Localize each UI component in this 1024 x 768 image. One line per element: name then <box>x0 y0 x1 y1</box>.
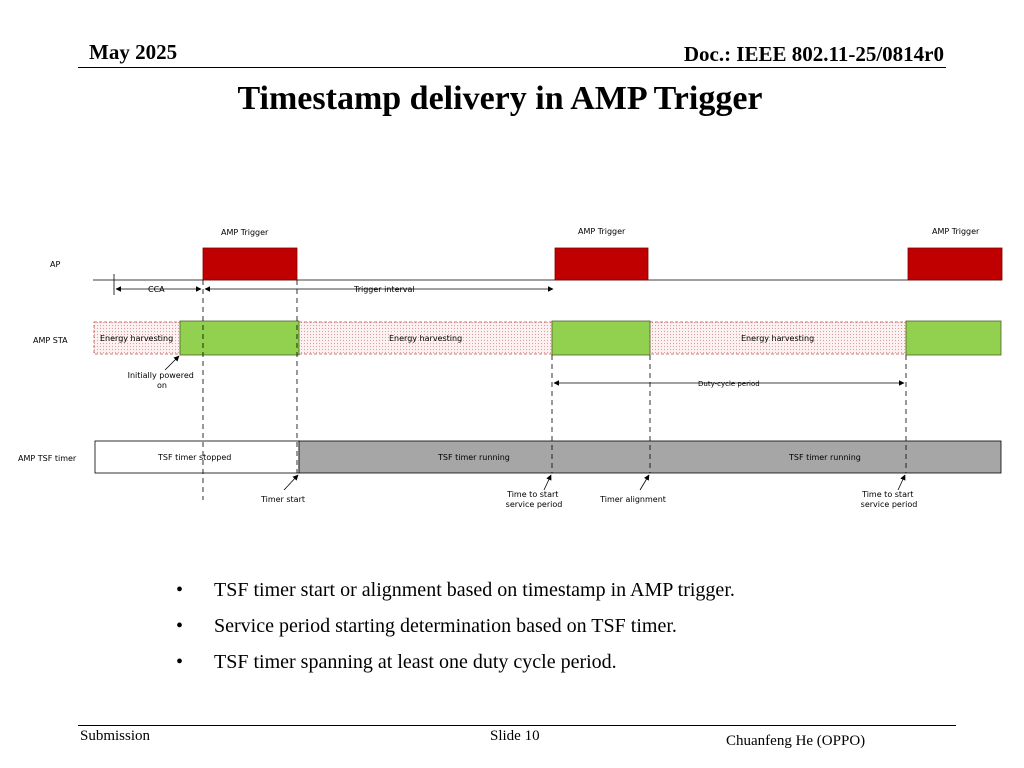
bullet-item: • TSF timer spanning at least one duty c… <box>176 648 735 684</box>
time-to-start-arrow-1 <box>543 474 552 491</box>
footer-submission: Submission <box>80 728 151 744</box>
header-doc-id: Doc.: IEEE 802.11-25/0814r0 <box>683 42 944 66</box>
sta-active-3 <box>905 320 1002 356</box>
footer-slide-number: Slide 10 <box>490 728 540 744</box>
bullet-text: TSF timer spanning at least one duty cyc… <box>214 651 617 673</box>
bullet-item: • Service period starting determination … <box>176 612 735 648</box>
header-date: May 2025 <box>89 40 178 64</box>
time-to-start-label-2: Time to start service period <box>861 490 918 509</box>
cca-label: CCA <box>148 285 165 294</box>
duty-cycle-label: Duty-cycle period <box>698 380 760 388</box>
row-label-tsf: AMP TSF timer <box>18 454 77 463</box>
bullet-list: • TSF timer start or alignment based on … <box>176 576 735 684</box>
row-label-ap: AP <box>50 260 60 269</box>
timing-diagram: AP AMP STA AMP TSF timer AMP Trigger AMP… <box>18 227 1003 509</box>
bullet-marker: • <box>176 615 184 637</box>
harvest-label-3: Energy harvesting <box>741 334 814 343</box>
tsf-stopped-label: TSF timer stopped <box>157 453 231 462</box>
trigger-label-1: AMP Trigger <box>221 228 269 237</box>
time-to-start-label-1: Time to start service period <box>506 490 563 509</box>
initially-powered-label: Initially powered on <box>128 371 197 390</box>
trigger-label-2: AMP Trigger <box>578 227 626 236</box>
trigger-label-3: AMP Trigger <box>932 227 980 236</box>
dashed-guides <box>202 280 907 500</box>
trigger-interval-label: Trigger interval <box>353 285 415 294</box>
timer-alignment-label: Timer alignment <box>599 495 666 504</box>
tsf-running-label-1: TSF timer running <box>437 453 510 462</box>
timer-start-arrow <box>283 474 299 491</box>
slide-title: Timestamp delivery in AMP Trigger <box>237 80 763 117</box>
header-rule <box>78 67 946 68</box>
sta-active-1 <box>179 320 300 356</box>
trigger-block-3 <box>907 247 1003 281</box>
bullet-marker: • <box>176 579 184 601</box>
bullet-marker: • <box>176 651 184 673</box>
row-label-sta: AMP STA <box>33 336 68 345</box>
bullet-text: Service period starting determination ba… <box>214 615 677 637</box>
harvest-label-1: Energy harvesting <box>100 334 173 343</box>
time-to-start-arrow-2 <box>897 474 906 491</box>
initially-powered-arrow <box>164 355 180 371</box>
harvest-label-2: Energy harvesting <box>389 334 462 343</box>
trigger-block-1 <box>202 247 298 281</box>
footer-rule <box>78 725 956 726</box>
timer-start-label: Timer start <box>260 495 305 504</box>
sta-active-2 <box>551 320 651 356</box>
trigger-block-2 <box>554 247 649 281</box>
timer-alignment-arrow <box>639 474 650 491</box>
tsf-stopped-region <box>94 440 300 474</box>
bullet-item: • TSF timer start or alignment based on … <box>176 576 735 612</box>
tsf-running-label-2: TSF timer running <box>788 453 861 462</box>
bullet-text: TSF timer start or alignment based on ti… <box>214 579 735 601</box>
harvest-region-1 <box>93 321 181 355</box>
footer-author: Chuanfeng He (OPPO) <box>726 733 866 749</box>
harvest-region-2 <box>298 321 553 355</box>
